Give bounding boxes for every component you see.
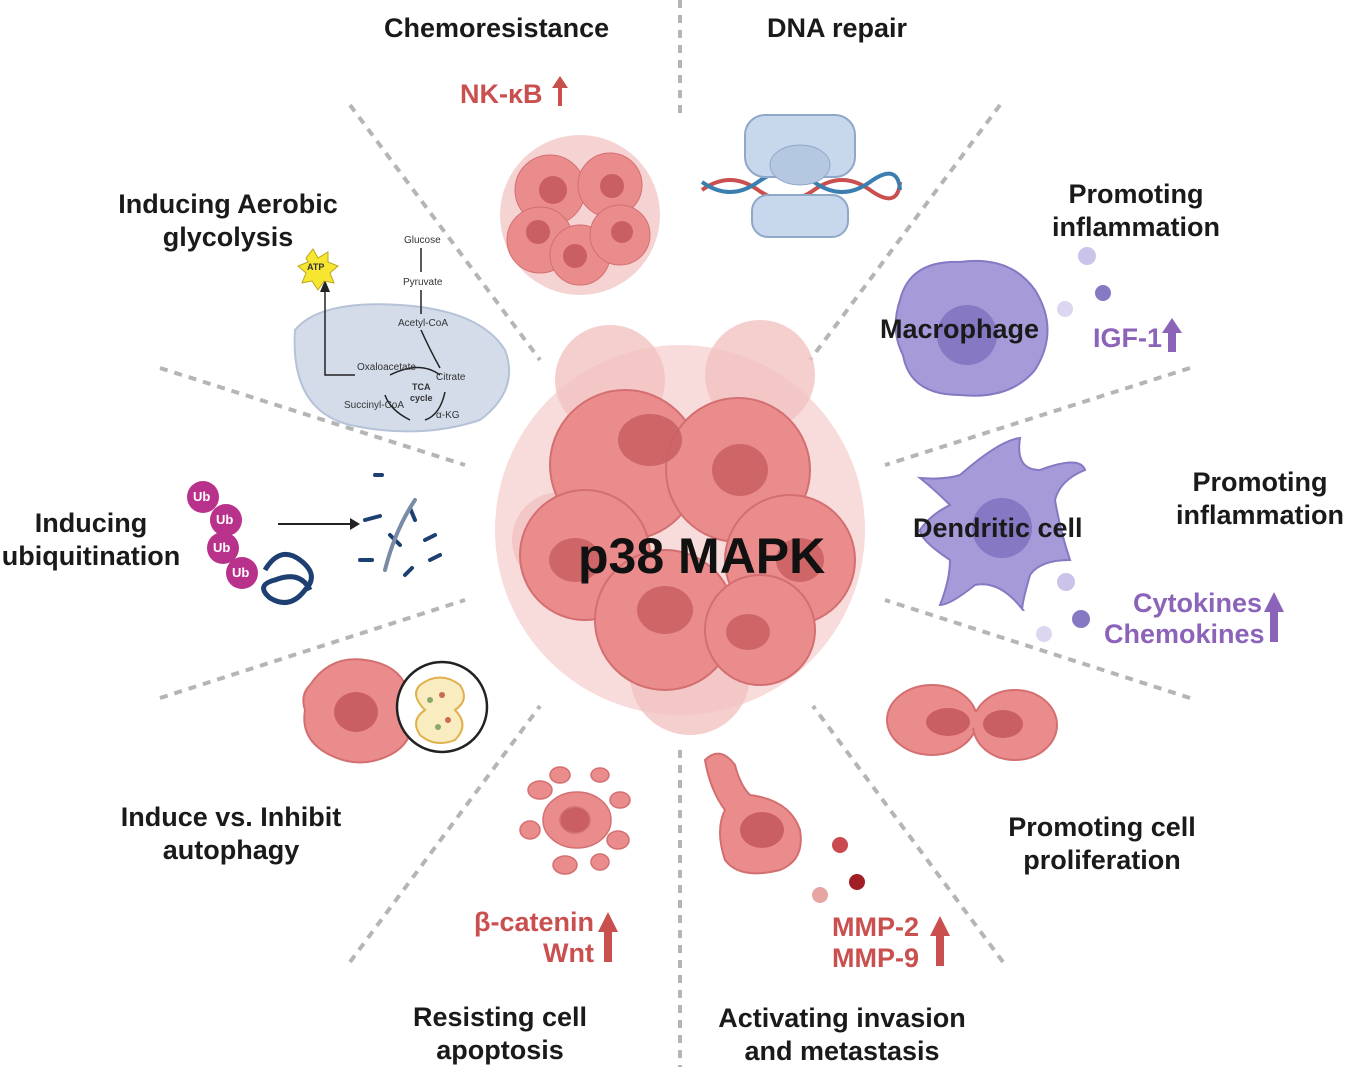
ub-label: Ub <box>232 565 250 580</box>
atp-arrow-head-icon <box>320 280 330 292</box>
mmp-dot <box>832 837 848 853</box>
dividing-cell <box>886 684 1058 761</box>
pyruvate-label: Pyruvate <box>403 277 443 288</box>
cytokine-dot <box>1036 626 1052 642</box>
dna-repair-complex <box>700 114 902 238</box>
ub-label: Ub <box>193 489 211 504</box>
nfkb-marker: NK-κB <box>460 79 543 109</box>
cytokine-dot <box>1072 610 1090 628</box>
tca-cycle-label: cycle <box>410 393 433 403</box>
tumor-cluster <box>495 320 865 735</box>
title-line: proliferation <box>1023 845 1181 875</box>
autophagy-cell <box>302 658 489 764</box>
title-line: apoptosis <box>436 1035 564 1065</box>
chemoresistance-cluster <box>500 135 660 295</box>
divider-lines <box>159 0 1191 1067</box>
mitochondrion <box>293 303 511 433</box>
glycolysis-title: Inducing Aerobic glycolysis <box>114 188 342 254</box>
igf1-marker: IGF-1 <box>1093 323 1163 353</box>
cytokine-dot <box>1095 285 1111 301</box>
proliferation-title: Promoting cell proliferation <box>1000 811 1204 877</box>
arrow-head-icon <box>350 518 360 530</box>
marker-line: β-catenin <box>474 907 594 937</box>
title-line: and metastasis <box>744 1036 940 1066</box>
title-line: autophagy <box>162 835 300 865</box>
cytokines-marker: Cytokines Chemokines <box>1104 588 1265 650</box>
cytokines-up-arrow-icon <box>1264 592 1284 642</box>
acetyl-coa-label: Acetyl-CoA <box>398 318 449 329</box>
mmp-dot <box>812 887 828 903</box>
ub-label: Ub <box>216 512 234 527</box>
succinyl-coa-label: Succinyl-CoA <box>344 400 405 411</box>
apoptotic-cell <box>519 766 631 875</box>
title-line: Induce vs. Inhibit <box>120 802 342 832</box>
autophagy-title: Induce vs. Inhibit autophagy <box>114 801 348 867</box>
cytokine-dot <box>1057 573 1075 591</box>
mmp-marker: MMP-2 MMP-9 <box>832 912 928 974</box>
ubiquitin-chain <box>187 481 314 605</box>
title-line: Activating invasion <box>718 1003 966 1033</box>
macrophage-cell <box>894 259 1049 397</box>
tca-label: TCA <box>412 382 431 392</box>
glucose-label: Glucose <box>404 235 441 246</box>
cytokine-dot <box>1057 301 1073 317</box>
migrating-cell <box>703 752 802 875</box>
ubiquitination-title: Inducing ubiquitination <box>0 507 182 573</box>
mmp-up-arrow-icon <box>930 916 950 966</box>
macrophage-inflammation-title: Promoting inflammation <box>1048 178 1224 244</box>
macrophage-label: Macrophage <box>880 314 1040 344</box>
marker-line: MMP-9 <box>832 943 919 973</box>
title-line: glycolysis <box>162 222 294 252</box>
wnt-marker: β-catenin Wnt <box>470 907 594 969</box>
citrate-label: Citrate <box>436 372 466 383</box>
atp-label: ATP <box>307 262 325 272</box>
dendritic-inflammation-title: Promoting inflammation <box>1172 466 1346 532</box>
cytokine-dot <box>1078 247 1096 265</box>
title-line: Promoting cell <box>1008 812 1196 842</box>
marker-line: Chemokines <box>1104 619 1265 649</box>
title-line: inflammation <box>1175 500 1344 530</box>
nfkb-up-arrow-icon <box>552 76 568 106</box>
igf1-up-arrow-icon <box>1162 318 1182 352</box>
title-line: Promoting <box>1192 467 1328 497</box>
apoptosis-title: Resisting cell apoptosis <box>405 1001 595 1067</box>
center-title: p38 MAPK <box>578 528 826 584</box>
dna-repair-title: DNA repair <box>767 13 908 43</box>
dendritic-cell-label: Dendritic cell <box>913 513 1083 543</box>
marker-line: Cytokines <box>1132 588 1262 618</box>
ub-label: Ub <box>213 540 231 555</box>
title-line: ubiquitination <box>1 541 181 571</box>
title-line: Inducing Aerobic <box>118 189 338 219</box>
marker-line: Wnt <box>543 938 594 968</box>
akg-label: α-KG <box>436 410 460 421</box>
invasion-title: Activating invasion and metastasis <box>714 1002 970 1068</box>
wnt-up-arrow-icon <box>598 912 618 962</box>
mmp-dot <box>849 874 865 890</box>
dendritic-cell <box>916 436 1087 612</box>
degraded-fragments <box>358 473 442 577</box>
title-line: Resisting cell <box>412 1002 588 1032</box>
title-line: Inducing <box>34 508 148 538</box>
title-line: inflammation <box>1051 212 1220 242</box>
title-line: Promoting <box>1068 179 1204 209</box>
chemoresistance-title: Chemoresistance <box>384 13 610 43</box>
marker-line: MMP-2 <box>832 912 919 942</box>
glycolysis-pathway-arrows <box>324 248 446 421</box>
oxaloacetate-label: Oxaloacetate <box>357 362 416 373</box>
atp-burst-icon <box>297 248 339 291</box>
